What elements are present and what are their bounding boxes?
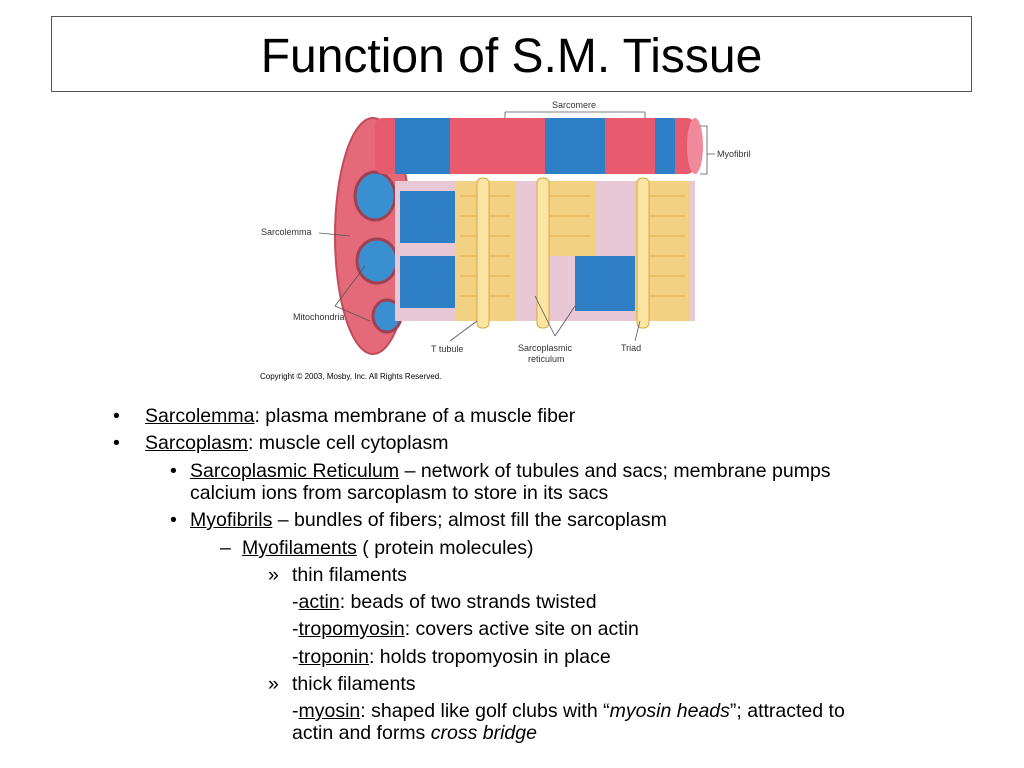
bullet-marker: • (170, 460, 177, 482)
text: – network of tubules and sacs; membrane … (399, 460, 831, 482)
mitochondrion-1 (353, 170, 397, 222)
bullet-sarcoplasm: Sarcoplasm: muscle cell cytoplasm (145, 432, 448, 454)
text: – bundles of fibers; almost fill the sar… (272, 509, 667, 531)
bullet-myofibrils: Myofibrils – bundles of fibers; almost f… (190, 509, 667, 531)
italic-cross-bridge: cross bridge (430, 722, 537, 744)
reticulum-2 (545, 181, 595, 256)
label-myofibril: Myofibril (717, 149, 751, 159)
term-actin: actin (298, 591, 340, 613)
text: : shaped like golf clubs with “ (360, 700, 610, 722)
term-sarcoplasmic-reticulum: Sarcoplasmic Reticulum (190, 460, 400, 482)
t-tubule-1 (476, 177, 490, 329)
text: : holds tropomyosin in place (368, 646, 611, 668)
dash-marker: – (220, 537, 231, 559)
t-tubule-3 (636, 177, 650, 329)
text: - (292, 618, 299, 640)
band-blue-4 (400, 191, 455, 243)
bullet-myofilaments: Myofilaments ( protein molecules) (242, 537, 534, 559)
text: : plasma membrane of a muscle fiber (254, 405, 576, 427)
label-triad: Triad (621, 343, 641, 353)
band-blue-6 (575, 256, 635, 311)
bullet-sr: Sarcoplasmic Reticulum – network of tubu… (190, 460, 831, 482)
label-mitochondria: Mitochondria (293, 312, 345, 322)
bullet-troponin: -troponin: holds tropomyosin in place (292, 646, 611, 668)
bullet-myosin-line2: actin and forms cross bridge (292, 722, 537, 744)
bullet-sr-line2: calcium ions from sarcoplasm to store in… (190, 482, 609, 504)
title-box: Function of S.M. Tissue (51, 16, 972, 92)
myofibril-top-end (687, 118, 703, 174)
slide-title: Function of S.M. Tissue (260, 30, 763, 83)
label-sarcolemma: Sarcolemma (261, 227, 312, 237)
label-t-tubule: T tubule (431, 344, 463, 354)
text: ( protein molecules) (356, 537, 534, 559)
bullet-marker: • (113, 432, 120, 454)
myofibril-top (375, 118, 695, 174)
term-sarcoplasm: Sarcoplasm (145, 432, 248, 454)
bullet-marker: • (170, 509, 177, 531)
t-tubule-2 (536, 177, 550, 329)
text: : beads of two strands twisted (339, 591, 597, 613)
raquo-marker: » (268, 564, 279, 586)
bullet-thin-filaments: thin filaments (292, 564, 407, 586)
bullet-sarcolemma: Sarcolemma: plasma membrane of a muscle … (145, 405, 575, 427)
label-sarcoplasmic-2: reticulum (528, 354, 565, 364)
band-blue-2 (545, 118, 605, 174)
label-sarcomere: Sarcomere (552, 100, 596, 110)
raquo-marker: » (268, 673, 279, 695)
figure-copyright: Copyright © 2003, Mosby, Inc. All Rights… (260, 372, 441, 381)
muscle-fiber-figure: Sarcomere Myofibril Sarcolemma Mitochond… (260, 100, 751, 381)
italic-myosin-heads: myosin heads (609, 700, 730, 722)
band-blue-1 (395, 118, 450, 174)
term-myofibrils: Myofibrils (190, 509, 273, 531)
term-sarcolemma: Sarcolemma (145, 405, 255, 427)
label-leaders (318, 111, 715, 342)
text: ”; attracted to (729, 700, 845, 722)
text: - (292, 591, 299, 613)
bullet-myosin: -myosin: shaped like golf clubs with “my… (292, 700, 845, 722)
text: actin and forms (292, 722, 431, 744)
text: : muscle cell cytoplasm (247, 432, 449, 454)
band-blue-5 (400, 256, 455, 308)
term-tropomyosin: tropomyosin (298, 618, 405, 640)
text: - (292, 700, 299, 722)
bullet-marker: • (113, 405, 120, 427)
bullet-thick-filaments: thick filaments (292, 673, 416, 695)
bullet-tropomyosin: -tropomyosin: covers active site on acti… (292, 618, 639, 640)
term-myofilaments: Myofilaments (242, 537, 357, 559)
label-sarcoplasmic-1: Sarcoplasmic (518, 343, 573, 353)
text: : covers active site on actin (404, 618, 639, 640)
bullet-actin: -actin: beads of two strands twisted (292, 591, 597, 613)
mitochondrion-2 (355, 237, 399, 285)
band-blue-3 (655, 118, 675, 174)
term-myosin: myosin (298, 700, 361, 722)
term-troponin: troponin (298, 646, 369, 668)
text: - (292, 646, 299, 668)
